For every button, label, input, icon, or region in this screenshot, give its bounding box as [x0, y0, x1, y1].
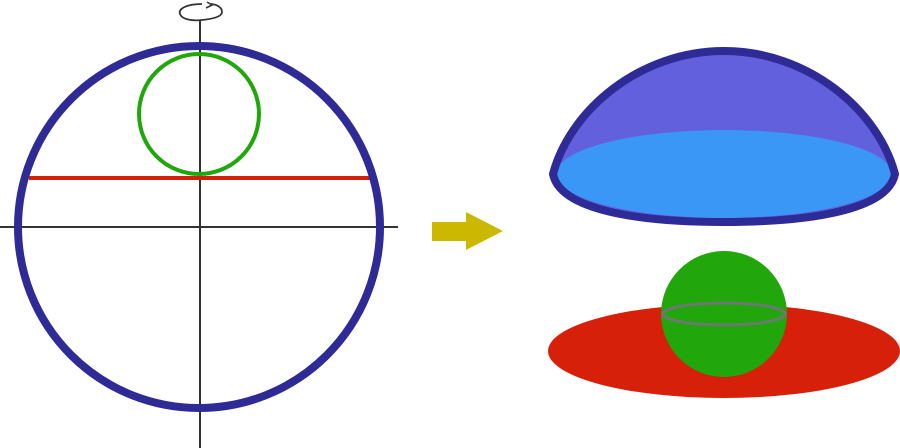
dome-outline	[549, 47, 899, 226]
sphere-equator	[661, 301, 787, 327]
outer-circle	[14, 42, 384, 412]
solid-view	[548, 47, 900, 398]
small-circle	[137, 52, 261, 176]
dome-base	[556, 130, 892, 218]
rotation-arrow-icon	[178, 1, 223, 22]
right-arrow-icon	[432, 212, 503, 250]
green-sphere	[661, 251, 787, 377]
cross-section-view	[0, 1, 398, 448]
spherical-cap	[549, 47, 899, 226]
